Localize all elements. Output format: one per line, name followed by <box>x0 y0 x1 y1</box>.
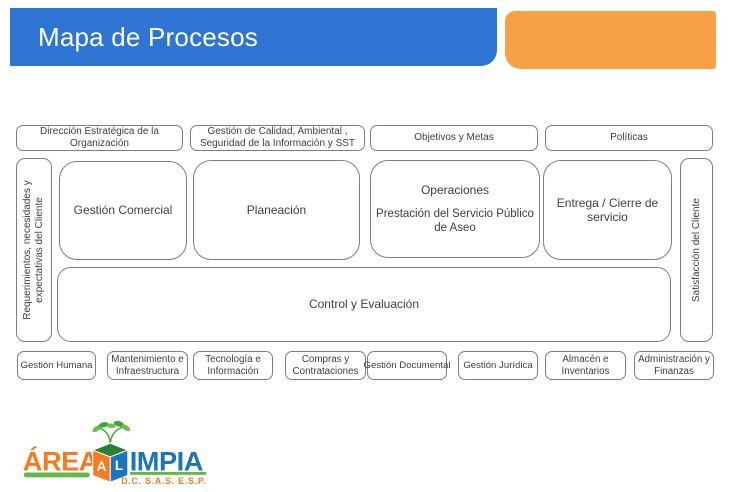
input-side-box: Requerimientos, necesidades y expectativ… <box>16 158 52 342</box>
input-side-label: Requerimientos, necesidades y expectativ… <box>22 180 45 320</box>
logo-subtitle: D.C. S.A.S. E.S.P. <box>121 476 206 486</box>
process-box-gestion-calidad: Gestión de Calidad, Ambiental , Segurida… <box>190 125 365 151</box>
process-box-direccion-estrategica: Dirección Estratégica de la Organización <box>16 125 183 151</box>
logo-underline-right <box>129 472 207 475</box>
process-box-politicas: Políticas <box>545 125 713 151</box>
page-title: Mapa de Procesos <box>38 21 258 52</box>
logo-word-area: ÁREA <box>23 446 98 477</box>
process-box-gestion-juridica: Gestión Jurídica <box>458 351 538 380</box>
operaciones-subtitle: Prestación del Servicio Público de Aseo <box>376 208 534 234</box>
process-box-entrega-cierre: Entrega / Cierre de servicio <box>543 160 672 260</box>
cube-icon: A L <box>91 442 130 483</box>
process-box-tecnologia: Tecnología e Información <box>193 351 273 380</box>
process-box-gestion-documental: Gestión Documental <box>364 351 450 380</box>
process-box-almacen: Almacén e Inventarios <box>545 351 626 380</box>
sprout-icon <box>92 420 131 444</box>
process-box-gestion-humana: Gestión Humana <box>17 351 96 380</box>
process-box-control-evaluacion: Control y Evaluación <box>57 267 671 342</box>
operaciones-title: Operaciones <box>420 182 490 197</box>
cube-letter-l: L <box>115 458 123 473</box>
header-bar: Mapa de Procesos <box>10 8 497 66</box>
output-side-label: Satisfacción del Cliente <box>690 198 702 302</box>
process-box-gestion-comercial: Gestión Comercial <box>59 161 187 260</box>
process-box-compras: Compras y Contrataciones <box>285 351 366 380</box>
process-box-administracion: Administración y Finanzas <box>634 351 714 380</box>
logo-underline-left <box>23 472 90 478</box>
header-accent-bar <box>505 11 716 69</box>
output-side-box: Satisfacción del Cliente <box>680 158 713 342</box>
process-box-mantenimiento: Mantenimiento e Infraestructura <box>107 351 188 380</box>
cube-letter-a: A <box>97 459 107 474</box>
logo-word-limpia: IMPIA <box>130 446 203 477</box>
process-box-objetivos-metas: Objetivos y Metas <box>370 125 538 151</box>
process-box-planeacion: Planeación <box>193 160 360 260</box>
company-logo: ÁREA IMPIA A L D.C. S.A.S. E.S.P. <box>23 420 207 486</box>
process-box-operaciones: Operaciones Prestación del Servicio Públ… <box>370 160 540 258</box>
